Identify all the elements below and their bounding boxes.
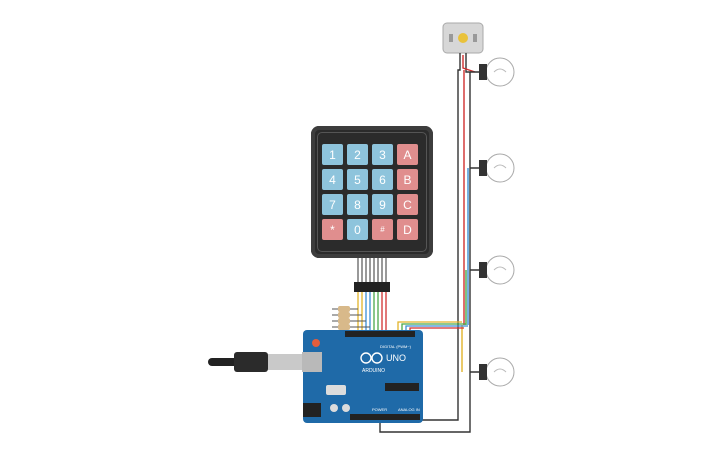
board-digital-label: DIGITAL (PWM~) [380, 344, 412, 349]
arduino-board[interactable]: UNO ARDUINO DIGITAL (PWM~) POWER ANALOG … [302, 330, 423, 423]
board-power-label: POWER [372, 407, 387, 412]
pin-header [354, 282, 390, 292]
key-hash[interactable]: # [372, 219, 393, 240]
light-bulb-icon[interactable] [479, 255, 515, 285]
board-analog-label: ANALOG IN [398, 407, 420, 412]
key-c[interactable]: C [397, 194, 418, 215]
key-6[interactable]: 6 [372, 169, 393, 190]
key-7[interactable]: 7 [322, 194, 343, 215]
keypad-ribbon[interactable] [357, 258, 387, 282]
usb-cable-icon[interactable] [208, 352, 302, 372]
key-2[interactable]: 2 [347, 144, 368, 165]
dc-motor-icon[interactable] [442, 22, 484, 54]
key-b[interactable]: B [397, 169, 418, 190]
keypad-frame [317, 132, 427, 252]
light-bulb-icon[interactable] [479, 57, 515, 87]
key-0[interactable]: 0 [347, 219, 368, 240]
key-1[interactable]: 1 [322, 144, 343, 165]
light-bulb-icon[interactable] [479, 153, 515, 183]
key-8[interactable]: 8 [347, 194, 368, 215]
key-5[interactable]: 5 [347, 169, 368, 190]
key-3[interactable]: 3 [372, 144, 393, 165]
resistor-icon[interactable] [332, 306, 370, 330]
key-d[interactable]: D [397, 219, 418, 240]
key-9[interactable]: 9 [372, 194, 393, 215]
board-model-label: UNO [386, 353, 406, 363]
key-a[interactable]: A [397, 144, 418, 165]
key-star[interactable]: * [322, 219, 343, 240]
board-brand-label: ARDUINO [362, 368, 385, 374]
light-bulb-icon[interactable] [479, 357, 515, 387]
arduino-logo-icon [360, 352, 383, 364]
key-4[interactable]: 4 [322, 169, 343, 190]
